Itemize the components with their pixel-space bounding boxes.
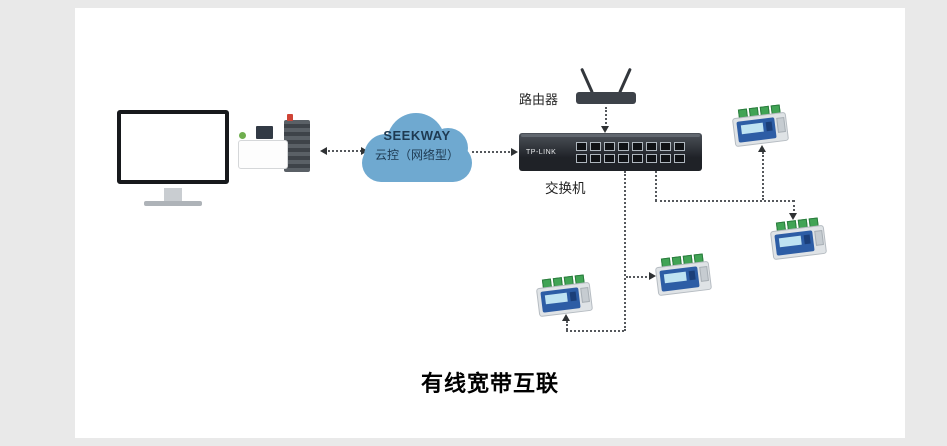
desk-icon bbox=[238, 140, 288, 169]
diagram-canvas bbox=[75, 8, 905, 438]
cloud-base bbox=[362, 144, 472, 182]
arrowhead-down-icon bbox=[601, 126, 609, 133]
monitor-base bbox=[144, 201, 202, 206]
switch-port bbox=[660, 142, 671, 151]
link-cloud-switch bbox=[472, 151, 514, 153]
link-to-device-b bbox=[793, 200, 795, 215]
controller-connector bbox=[776, 116, 786, 133]
router-body bbox=[576, 92, 636, 104]
controller-device bbox=[535, 274, 594, 318]
cloud-icon: SEEKWAY 云控（网络型） bbox=[362, 110, 472, 184]
router-icon bbox=[576, 64, 636, 106]
monitor-icon bbox=[117, 110, 233, 210]
controller-button bbox=[765, 121, 773, 132]
link-to-device-d bbox=[566, 321, 568, 330]
cloud-subtitle: 云控（网络型） bbox=[374, 148, 459, 162]
switch-icon: TP-LINK bbox=[519, 133, 702, 171]
switch-port bbox=[646, 142, 657, 151]
cloud-brand: SEEKWAY bbox=[383, 128, 451, 143]
controller-button bbox=[803, 234, 811, 245]
switch-port bbox=[674, 142, 685, 151]
arrowhead-right-icon bbox=[649, 272, 656, 280]
router-antenna-icon bbox=[618, 67, 632, 94]
switch-port bbox=[590, 142, 601, 151]
switch-port bbox=[604, 142, 615, 151]
link-left-horizontal bbox=[566, 330, 624, 332]
link-to-device-a bbox=[762, 152, 764, 200]
switch-label: 交换机 bbox=[545, 181, 586, 196]
cloud-label: SEEKWAY 云控（网络型） bbox=[362, 128, 472, 163]
switch-port bbox=[604, 154, 615, 163]
controller-button bbox=[688, 270, 696, 281]
workstation-icon bbox=[238, 114, 320, 176]
switch-port bbox=[618, 154, 629, 163]
controller-device bbox=[654, 253, 713, 297]
diagram-title-wrap: 有线宽带互联 bbox=[75, 366, 905, 398]
arrowhead-down-icon bbox=[789, 213, 797, 220]
link-desk-cloud bbox=[328, 150, 362, 152]
router-antenna-icon bbox=[580, 67, 594, 94]
controller-connector bbox=[580, 286, 590, 303]
link-switch-right-drop bbox=[655, 171, 657, 201]
switch-port bbox=[590, 154, 601, 163]
link-to-device-c bbox=[626, 276, 651, 278]
monitor-stand bbox=[164, 188, 182, 201]
arrowhead-right-icon bbox=[511, 148, 518, 156]
monitor-screen bbox=[117, 110, 229, 184]
arrowhead-up-icon bbox=[758, 145, 766, 152]
link-switch-left-drop bbox=[624, 171, 626, 331]
switch-port bbox=[646, 154, 657, 163]
link-router-switch bbox=[605, 107, 607, 128]
server-cabinet-icon bbox=[284, 120, 310, 172]
controller-device bbox=[731, 104, 790, 148]
desk-monitor-icon bbox=[256, 126, 273, 139]
controller-device bbox=[769, 217, 828, 261]
arrowhead-left-icon bbox=[320, 147, 327, 155]
switch-port bbox=[576, 154, 587, 163]
switch-port bbox=[674, 154, 685, 163]
link-right-horizontal bbox=[655, 200, 794, 202]
controller-connector bbox=[814, 229, 824, 246]
diagram-title: 有线宽带互联 bbox=[420, 371, 559, 396]
desk-accessory-red bbox=[287, 114, 293, 121]
switch-port bbox=[618, 142, 629, 151]
switch-port-grid bbox=[576, 142, 685, 163]
switch-port bbox=[660, 154, 671, 163]
controller-connector bbox=[699, 265, 709, 282]
switch-port bbox=[632, 142, 643, 151]
switch-brand-label: TP-LINK bbox=[526, 149, 557, 156]
switch-port bbox=[576, 142, 587, 151]
desk-plant-icon bbox=[239, 132, 246, 139]
switch-port bbox=[632, 154, 643, 163]
arrowhead-up-icon bbox=[562, 314, 570, 321]
controller-button bbox=[569, 291, 577, 302]
router-label: 路由器 bbox=[519, 92, 559, 107]
